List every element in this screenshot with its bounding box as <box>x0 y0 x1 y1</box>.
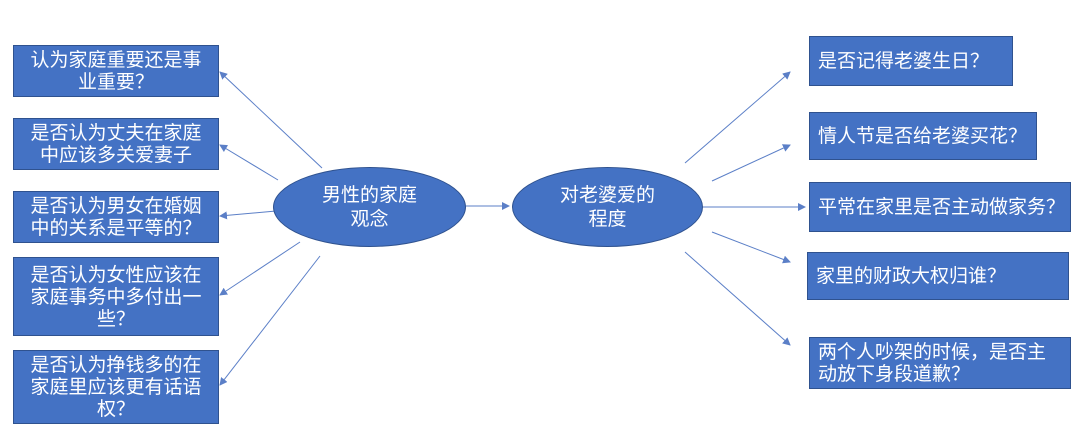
right-item-1: 是否记得老婆生日？ <box>809 36 1013 86</box>
arrow-left-4 <box>219 241 301 296</box>
arrow-left-3 <box>219 210 277 220</box>
center-left-line2: 观念 <box>350 208 389 230</box>
arrow-right-4 <box>711 231 791 264</box>
left-item-5: 是否认为挣钱多的在家庭里应该更有话语权？ <box>13 350 219 424</box>
right-item-3: 平常在家里是否主动做家务？ <box>809 182 1071 232</box>
left-item-1: 认为家庭重要还是事业重要？ <box>13 45 219 97</box>
right-item-2: 情人节是否给老婆买花？ <box>809 112 1037 160</box>
center-right-line2: 程度 <box>588 208 627 230</box>
arrow-left-5 <box>219 255 321 386</box>
arrow-left-2 <box>219 144 279 181</box>
center-node-male-family-view: 男性的家庭观念 <box>273 167 466 247</box>
left-item-2: 是否认为丈夫在家庭中应该多关爱妻子 <box>13 118 219 170</box>
arrow-left-1 <box>219 71 323 169</box>
center-left-line1: 男性的家庭 <box>321 184 417 206</box>
left-item-4: 是否认为女性应该在家庭事务中多付出一些？ <box>13 257 219 336</box>
center-node-love-degree: 对老婆爱的程度 <box>512 167 703 247</box>
arrow-right-5 <box>684 251 791 346</box>
arrow-right-2 <box>711 144 791 182</box>
left-item-3: 是否认为男女在婚姻中的关系是平等的？ <box>13 191 219 243</box>
right-item-5: 两个人吵架的时候，是否主动放下身段道歉？ <box>809 337 1071 389</box>
right-item-4: 家里的财政大权归谁？ <box>807 252 1069 300</box>
center-right-line1: 对老婆爱的 <box>559 184 655 206</box>
arrow-right-1 <box>684 71 791 164</box>
